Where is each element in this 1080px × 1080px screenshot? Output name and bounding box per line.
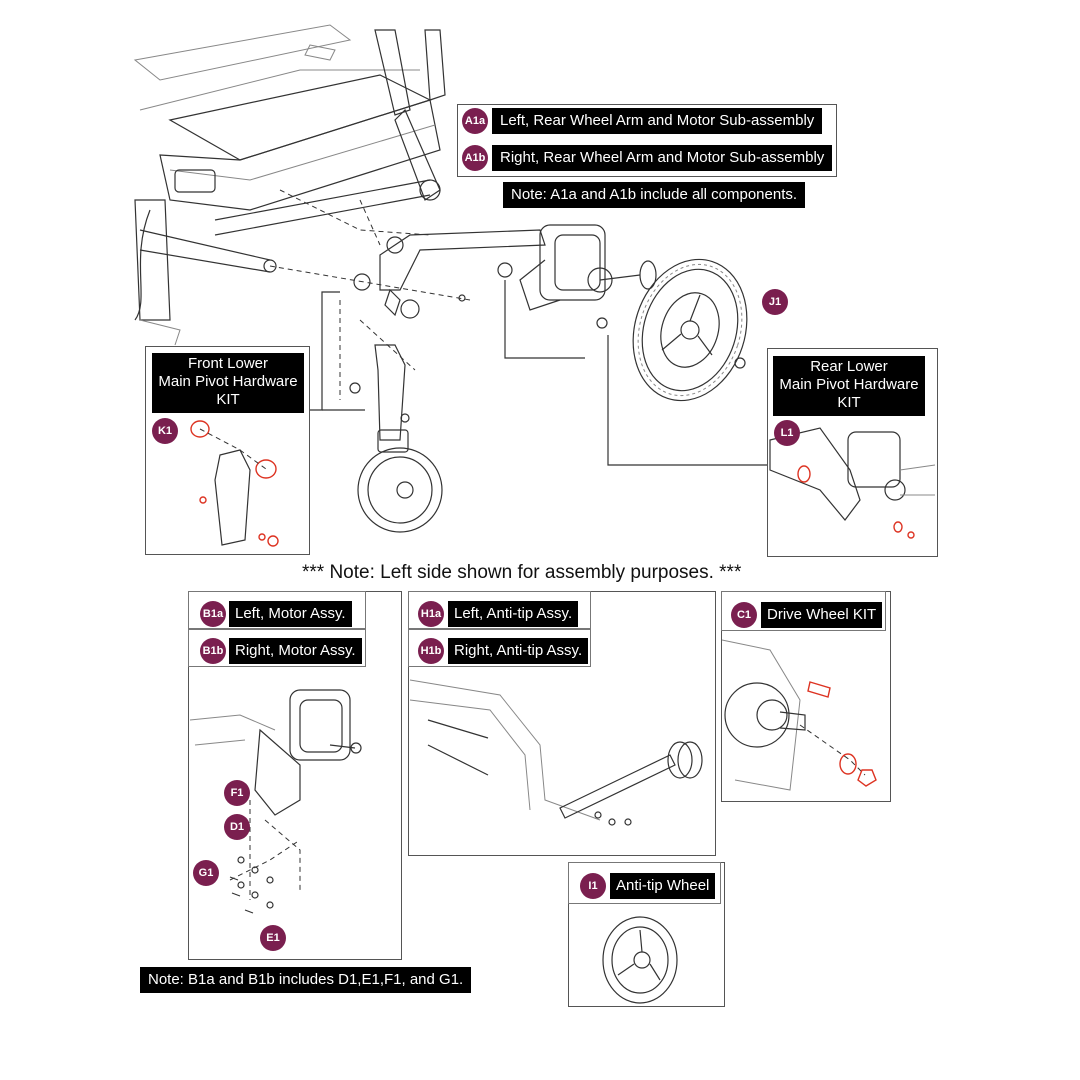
front-kit-box — [145, 346, 310, 555]
i1-badge: I1 — [580, 873, 606, 899]
h1b-badge: H1b — [418, 638, 444, 664]
rear-kit-leader-line-2 — [607, 335, 768, 466]
anti-tip-wheel-drawing — [602, 916, 678, 1004]
assembly-note: *** Note: Left side shown for assembly p… — [302, 562, 742, 583]
rear-arm-motor-drawing — [353, 224, 657, 329]
front-caster-drawing — [339, 300, 443, 533]
b1a-label: Left, Motor Assy. — [229, 601, 352, 627]
rear-kit-title-line2: Main Pivot Hardware — [779, 376, 919, 393]
a1a-badge: A1a — [462, 108, 488, 134]
h1b-row — [408, 628, 591, 667]
j1-badge: J1 — [762, 289, 788, 315]
a1b-label: Right, Rear Wheel Arm and Motor Sub-asse… — [492, 145, 833, 171]
c1-row — [721, 591, 886, 631]
l1-badge: L1 — [774, 420, 800, 446]
f1-badge: F1 — [224, 780, 250, 806]
c1-badge: C1 — [731, 602, 757, 628]
g1-badge: G1 — [193, 860, 219, 886]
anti-tip-assy-drawing — [409, 679, 703, 826]
drive-wheel-kit-drawing — [721, 639, 877, 791]
a1a-label: Left, Rear Wheel Arm and Motor Sub-assem… — [492, 108, 823, 134]
e1-badge: E1 — [260, 925, 286, 951]
a1-label-box — [457, 104, 837, 177]
c1-label: Drive Wheel KIT — [761, 602, 883, 628]
front-kit-title-line3: KIT — [216, 391, 240, 408]
drive-wheel-drawing — [632, 258, 748, 402]
front-kit-parts-drawing — [190, 420, 279, 547]
h1a-badge: H1a — [418, 601, 444, 627]
b1b-row — [188, 628, 366, 667]
h1a-label: Left, Anti-tip Assy. — [448, 601, 579, 627]
front-kit-title-line2: Main Pivot Hardware — [158, 373, 298, 390]
rear-kit-title-line3: KIT — [837, 394, 861, 411]
a1-note: Note: A1a and A1b include all components… — [503, 182, 806, 208]
front-kit-title-line1: Front Lower — [187, 355, 269, 372]
motor-assy-drawing — [189, 689, 362, 914]
a1b-badge: A1b — [462, 145, 488, 171]
rear-kit-leader-line — [504, 280, 585, 359]
chair-frame-drawing — [133, 24, 471, 346]
i1-row — [568, 862, 721, 904]
b1b-badge: B1b — [200, 638, 226, 664]
b1a-badge: B1a — [200, 601, 226, 627]
i1-label: Anti-tip Wheel — [610, 873, 716, 899]
k1-badge: K1 — [152, 418, 178, 444]
b1-note: Note: B1a and B1b includes D1,E1,F1, and… — [140, 967, 472, 993]
front-kit-title: Front Lower Main Pivot Hardware KIT — [152, 353, 304, 413]
b1b-label: Right, Motor Assy. — [229, 638, 362, 664]
rear-kit-box — [767, 348, 938, 557]
rear-kit-title: Rear Lower Main Pivot Hardware KIT — [773, 356, 925, 416]
d1-badge: D1 — [224, 814, 250, 840]
rear-kit-title-line1: Rear Lower — [810, 358, 888, 375]
h1b-label: Right, Anti-tip Assy. — [448, 638, 589, 664]
b1a-row — [188, 591, 366, 630]
rear-kit-parts-drawing — [769, 427, 936, 539]
front-kit-leader-line — [310, 291, 340, 411]
h1a-row — [408, 591, 591, 630]
